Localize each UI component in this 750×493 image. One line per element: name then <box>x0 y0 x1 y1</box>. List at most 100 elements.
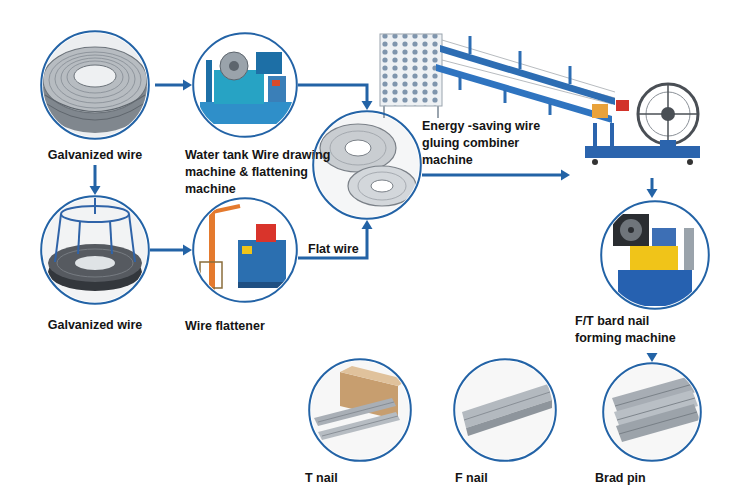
caged-coil-photo <box>55 214 61 262</box>
combiner-machine-photo <box>616 100 629 111</box>
brad-pin-photo <box>615 384 693 406</box>
process-circle: Galvanized wire <box>35 30 155 165</box>
wire-coil-photo <box>45 95 145 112</box>
drawing-machine-photo <box>220 52 248 80</box>
circle-ring <box>193 198 297 302</box>
circle-outline <box>35 30 155 165</box>
t-nail-photo <box>311 361 409 459</box>
circle-outline <box>192 32 298 138</box>
arrow-line <box>155 84 186 87</box>
flattener-photo <box>195 200 295 300</box>
combiner-machine-photo <box>592 159 598 165</box>
nail-machine-photo <box>628 227 634 233</box>
arrow-line <box>298 85 367 104</box>
f-nail-photo <box>464 392 550 420</box>
combiner-machine-photo <box>593 123 597 146</box>
arrow-head <box>362 220 373 229</box>
circle-ring <box>454 359 556 461</box>
f-nail-photo <box>456 361 554 459</box>
flattener-photo <box>209 210 215 292</box>
flattener-photo <box>238 240 286 282</box>
combiner-machine-photo <box>504 90 507 103</box>
combiner-machine-photo <box>436 64 612 123</box>
wire-coil-photo <box>67 61 123 93</box>
node-label: Energy -saving wire gluing combiner mach… <box>422 118 572 169</box>
caged-coil-photo <box>94 196 96 214</box>
flow-arrow <box>298 85 373 110</box>
combiner-machine-photo <box>459 77 462 90</box>
brad-pin-photo <box>619 412 697 434</box>
brad-pin-photo <box>617 398 695 420</box>
t-nail-photo <box>311 361 409 459</box>
drawing-machine-photo <box>200 102 292 124</box>
drawing-machine-photo <box>229 61 239 71</box>
process-circle: Galvanized wire <box>40 195 150 305</box>
flat-wire-photo <box>345 140 371 156</box>
t-nail-photo <box>318 402 394 422</box>
nail-machine-photo <box>603 203 707 307</box>
wire-coil-photo <box>40 30 150 140</box>
flat-wire-photo <box>312 110 422 220</box>
caged-coil-photo <box>57 249 133 277</box>
flow-arrow <box>647 178 658 198</box>
wire-coil-photo <box>74 65 116 87</box>
process-circle: Water tank Wire drawing machine & flatte… <box>192 32 298 138</box>
circle-ring <box>601 201 709 309</box>
arrow-head <box>90 186 101 195</box>
drawing-machine-photo <box>206 60 212 102</box>
combiner-machine-photo <box>380 34 442 106</box>
combiner-machine-photo <box>383 106 385 118</box>
flat-wire-photo <box>320 124 396 172</box>
caged-coil-photo <box>48 244 142 282</box>
circle-ring <box>309 359 411 461</box>
drawing-machine-photo <box>256 52 282 74</box>
flat-wire-photo <box>358 172 406 200</box>
arrow-line <box>298 226 367 258</box>
nail-machine-photo <box>618 270 692 306</box>
flattener-photo <box>242 246 252 254</box>
circle-outline <box>453 358 557 462</box>
brad-pin-photo <box>605 365 699 459</box>
f-nail-photo <box>456 361 554 459</box>
caged-coil-photo <box>75 256 115 270</box>
flat-wire-photo <box>312 110 422 220</box>
nail-machine-photo <box>603 203 707 307</box>
flow-arrow <box>298 220 373 258</box>
nail-machine-photo <box>630 246 678 270</box>
combiner-machine-photo <box>592 104 608 118</box>
combiner-machine-photo <box>442 40 615 92</box>
combiner-machine-photo <box>660 140 676 148</box>
process-circle: F nail <box>453 358 557 462</box>
wire-coil-photo <box>49 52 141 108</box>
process-circle: T nail <box>308 358 412 462</box>
caged-coil-photo <box>40 195 150 305</box>
flow-arrow <box>90 165 101 195</box>
combiner-machine-photo <box>437 106 439 118</box>
machine-station: Energy -saving wire gluing combiner mach… <box>570 30 705 178</box>
circle-outline <box>575 198 705 353</box>
node-label: Wire flattener <box>185 318 315 335</box>
circle-outline <box>602 362 702 462</box>
circle-ring <box>603 363 701 461</box>
wire-coil-photo <box>61 58 129 98</box>
combiner-machine-photo <box>519 51 522 69</box>
drawing-machine-photo <box>268 76 286 102</box>
combiner-machine-photo <box>638 113 698 115</box>
combiner-machine-photo <box>569 66 572 84</box>
circle-outline <box>40 195 150 305</box>
process-circle: Brad pin <box>602 362 702 462</box>
wire-coil-photo <box>43 47 147 113</box>
process-circle: F/T bard nail forming machine <box>575 198 705 353</box>
node-label: F/T bard nail forming machine <box>575 313 697 347</box>
drawing-machine-photo <box>195 35 295 135</box>
circle-ring <box>193 33 297 137</box>
drawing-machine-photo <box>272 80 280 86</box>
arrow-head <box>647 189 658 198</box>
wire-coil-photo <box>40 30 150 140</box>
flat-wire-photo <box>371 180 393 192</box>
flattener-photo <box>200 262 222 288</box>
circle-outline <box>312 110 422 220</box>
